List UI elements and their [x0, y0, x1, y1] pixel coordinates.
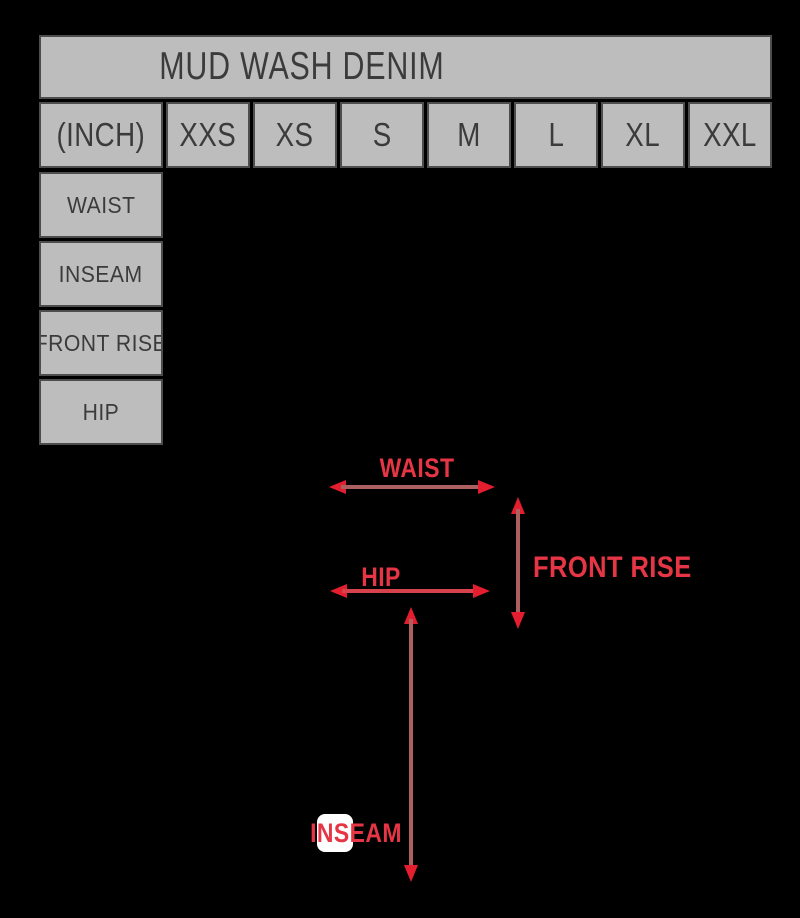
arrow-line [516, 509, 520, 617]
waist-diagram-label: WAIST [379, 453, 455, 483]
size-column-m: M [427, 102, 511, 168]
unit-header-cell: (INCH) [39, 102, 163, 168]
size-label: XXS [179, 116, 237, 153]
hip-diagram-label: HIP [361, 562, 401, 592]
measurement-row-inseam: INSEAM [39, 241, 163, 307]
arrow-down-head [511, 612, 525, 629]
size-label: XS [276, 116, 314, 153]
size-column-xxl: XXL [688, 102, 772, 168]
arrow-line [342, 589, 478, 593]
arrow-right-head [473, 584, 490, 598]
table-title: MUD WASH DENIM [158, 45, 445, 88]
size-column-xs: XS [253, 102, 337, 168]
measurement-row-label: WAIST [66, 191, 136, 218]
arrow-left-head [329, 480, 346, 494]
waist-measure-arrow [329, 480, 495, 494]
measurement-row-hip: HIP [39, 379, 163, 445]
arrow-down-head [404, 865, 418, 882]
size-column-l: L [514, 102, 598, 168]
size-label: XXL [703, 116, 757, 153]
arrow-line [409, 619, 413, 870]
measurement-row-label: HIP [82, 398, 120, 425]
measurement-row-waist: WAIST [39, 172, 163, 238]
arrow-line [341, 485, 483, 489]
size-column-xl: XL [601, 102, 685, 168]
unit-header-label: (INCH) [56, 116, 146, 153]
arrow-left-head [330, 584, 347, 598]
inseam-highlight-patch [317, 814, 353, 852]
front-rise-measure-arrow [511, 497, 525, 629]
size-label: XL [625, 116, 661, 153]
size-label: L [548, 116, 564, 153]
size-column-s: S [340, 102, 424, 168]
measurement-row-label: FRONT RISE [39, 329, 163, 356]
table-title-cell: MUD WASH DENIM [39, 35, 772, 99]
hip-measure-arrow [330, 584, 490, 598]
size-label: S [372, 116, 392, 153]
size-header-row: (INCH) XXS XS S M L XL XXL [39, 102, 772, 168]
inseam-measure-arrow [404, 607, 418, 882]
size-table: MUD WASH DENIM (INCH) XXS XS S M L XL [39, 35, 772, 448]
size-column-xxs: XXS [166, 102, 250, 168]
measurement-row-front-rise: FRONT RISE [39, 310, 163, 376]
arrow-right-head [478, 480, 495, 494]
size-label: M [457, 116, 481, 153]
inseam-diagram-label: INSEAM [310, 818, 402, 848]
measurement-row-label: INSEAM [59, 260, 143, 287]
front-rise-diagram-label: FRONT RISE [533, 551, 692, 584]
arrow-up-head [511, 497, 525, 514]
arrow-up-head [404, 607, 418, 624]
